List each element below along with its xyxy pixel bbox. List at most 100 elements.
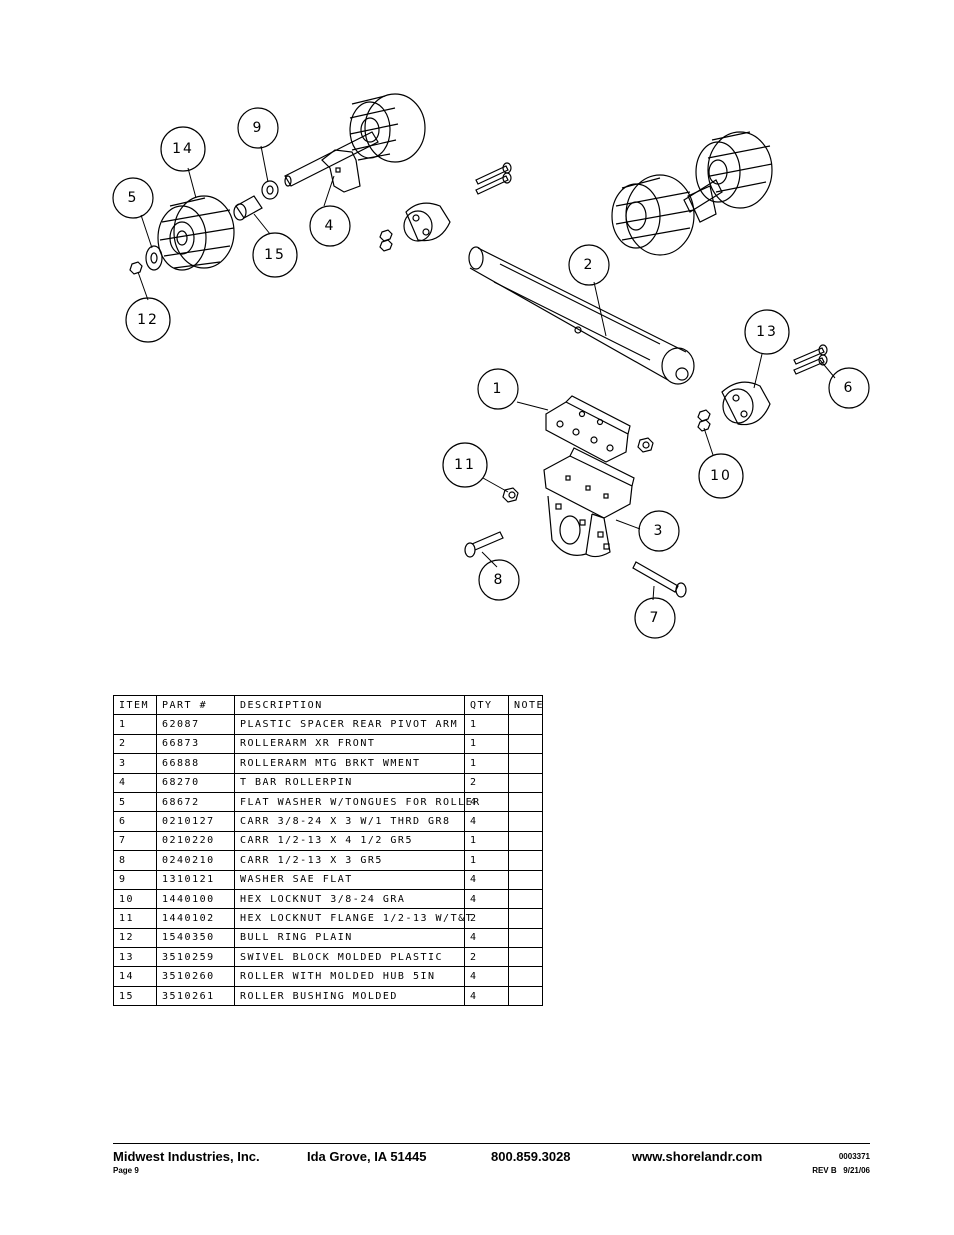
footer-company: Midwest Industries, Inc. (113, 1149, 260, 1164)
exploded-parts-diagram: 1 2 3 4 5 6 7 8 9 10 11 12 (112, 93, 870, 639)
cell-part: 62087 (156, 714, 235, 735)
cell-part: 66888 (156, 753, 235, 774)
cell-item: 11 (113, 908, 157, 929)
svg-text:1: 1 (493, 381, 504, 397)
svg-text:5: 5 (128, 190, 139, 206)
cell-note (508, 869, 543, 890)
cell-qty: 4 (464, 791, 509, 813)
swivel-block-right (721, 381, 771, 426)
cell-qty: 1 (464, 830, 509, 852)
callout-3: 3 (638, 510, 680, 552)
col-header-note: NOTE (508, 694, 543, 716)
cell-qty: 4 (464, 927, 509, 949)
cell-part: 66873 (156, 733, 235, 755)
col-header-qty: QTY (464, 694, 509, 716)
footer-doc-number: 0003371 (838, 1152, 870, 1161)
footer-revision: REV B 9/21/06 (812, 1166, 870, 1175)
cell-qty: 4 (464, 888, 509, 910)
roller-front-left (157, 195, 235, 271)
callout-8: 8 (478, 559, 520, 601)
roller-pair-right (611, 131, 773, 256)
carriage-bolt-3in (464, 531, 504, 558)
cell-description: PLASTIC SPACER REAR PIVOT ARM (234, 714, 465, 735)
callout-10: 10 (698, 453, 744, 499)
cell-qty: 2 (464, 772, 509, 793)
cell-qty: 2 (464, 947, 509, 968)
cell-part: 0210127 (156, 811, 235, 832)
cell-description: ROLLERARM XR FRONT (234, 733, 465, 755)
callout-7: 7 (634, 597, 676, 639)
col-header-description: DESCRIPTION (234, 694, 465, 716)
svg-text:14: 14 (172, 141, 194, 157)
cell-qty: 1 (464, 714, 509, 735)
cell-item: 3 (113, 753, 157, 774)
cell-description: ROLLERARM MTG BRKT WMENT (234, 753, 465, 774)
svg-text:12: 12 (137, 312, 159, 328)
cell-description: HEX LOCKNUT FLANGE 1/2-13 W/T&T (234, 908, 472, 929)
cell-qty: 4 (464, 869, 509, 890)
cell-note (508, 850, 543, 871)
cell-qty: 2 (464, 908, 509, 929)
cell-note (508, 947, 543, 968)
carriage-bolts-center (475, 162, 512, 195)
cell-item: 13 (113, 947, 157, 968)
cell-part: 1440100 (156, 888, 235, 910)
cell-part: 68270 (156, 772, 235, 793)
callout-5: 5 (112, 177, 154, 219)
cell-note (508, 888, 543, 910)
cell-description: WASHER SAE FLAT (234, 869, 465, 890)
svg-text:4: 4 (325, 218, 336, 234)
cell-description: ROLLER BUSHING MOLDED (234, 985, 465, 1007)
cell-item: 12 (113, 927, 157, 949)
svg-text:7: 7 (650, 610, 661, 626)
callout-9: 9 (237, 107, 279, 149)
cell-item: 15 (113, 985, 157, 1007)
cell-item: 6 (113, 811, 157, 832)
hex-locknuts-right (697, 409, 711, 432)
cell-note (508, 753, 543, 774)
callout-12: 12 (125, 297, 171, 343)
cell-note (508, 830, 543, 852)
cell-description: T BAR ROLLERPIN (234, 772, 465, 793)
flange-locknut (502, 487, 519, 503)
cell-item: 5 (113, 791, 157, 813)
cell-description: CARR 1/2-13 X 3 GR5 (234, 850, 465, 871)
footer-page-number: Page 9 (113, 1166, 139, 1175)
leader-lines (137, 145, 836, 601)
svg-text:3: 3 (654, 523, 665, 539)
col-header-item: ITEM (113, 694, 157, 716)
footer-phone: 800.859.3028 (491, 1149, 571, 1164)
flange-locknut-center (637, 437, 654, 453)
flat-washer (261, 180, 279, 200)
footer-website: www.shorelandr.com (632, 1149, 763, 1164)
cell-qty: 1 (464, 850, 509, 871)
cell-description: BULL RING PLAIN (234, 927, 465, 949)
svg-text:11: 11 (454, 457, 476, 473)
cell-qty: 1 (464, 733, 509, 755)
cell-note (508, 811, 543, 832)
cell-item: 7 (113, 830, 157, 852)
hex-locknuts-center (379, 229, 393, 252)
cell-note (508, 714, 543, 735)
roller-bushing (233, 195, 263, 221)
callout-4: 4 (309, 205, 351, 247)
cell-part: 68672 (156, 791, 235, 813)
svg-text:15: 15 (264, 247, 286, 263)
cell-description: CARR 3/8-24 X 3 W/1 THRD GR8 (234, 811, 465, 832)
callout-15: 15 (252, 232, 298, 278)
cell-note (508, 791, 543, 813)
cell-qty: 1 (464, 753, 509, 774)
cell-note (508, 966, 543, 987)
cell-part: 1440102 (156, 908, 235, 929)
